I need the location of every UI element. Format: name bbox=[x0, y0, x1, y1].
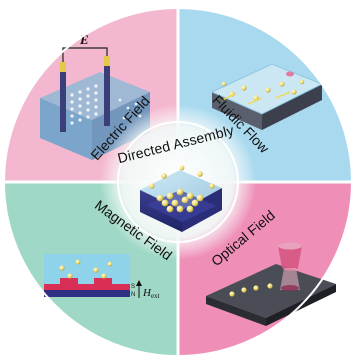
external-field-h: H bbox=[142, 287, 152, 299]
magnetic-pole-n: N bbox=[131, 292, 135, 298]
electric-field-illustration: E bbox=[40, 32, 150, 160]
outer-ring bbox=[3, 7, 353, 357]
external-field-subscript: ext bbox=[151, 292, 160, 300]
external-field-symbol: Hext bbox=[142, 287, 160, 300]
electric-field-symbol: E bbox=[79, 32, 89, 47]
center-illustration bbox=[140, 165, 222, 232]
magnetic-pole-s: S bbox=[131, 284, 135, 290]
center-ring bbox=[117, 121, 239, 243]
magnetic-field-illustration: S N Hext bbox=[44, 254, 160, 300]
